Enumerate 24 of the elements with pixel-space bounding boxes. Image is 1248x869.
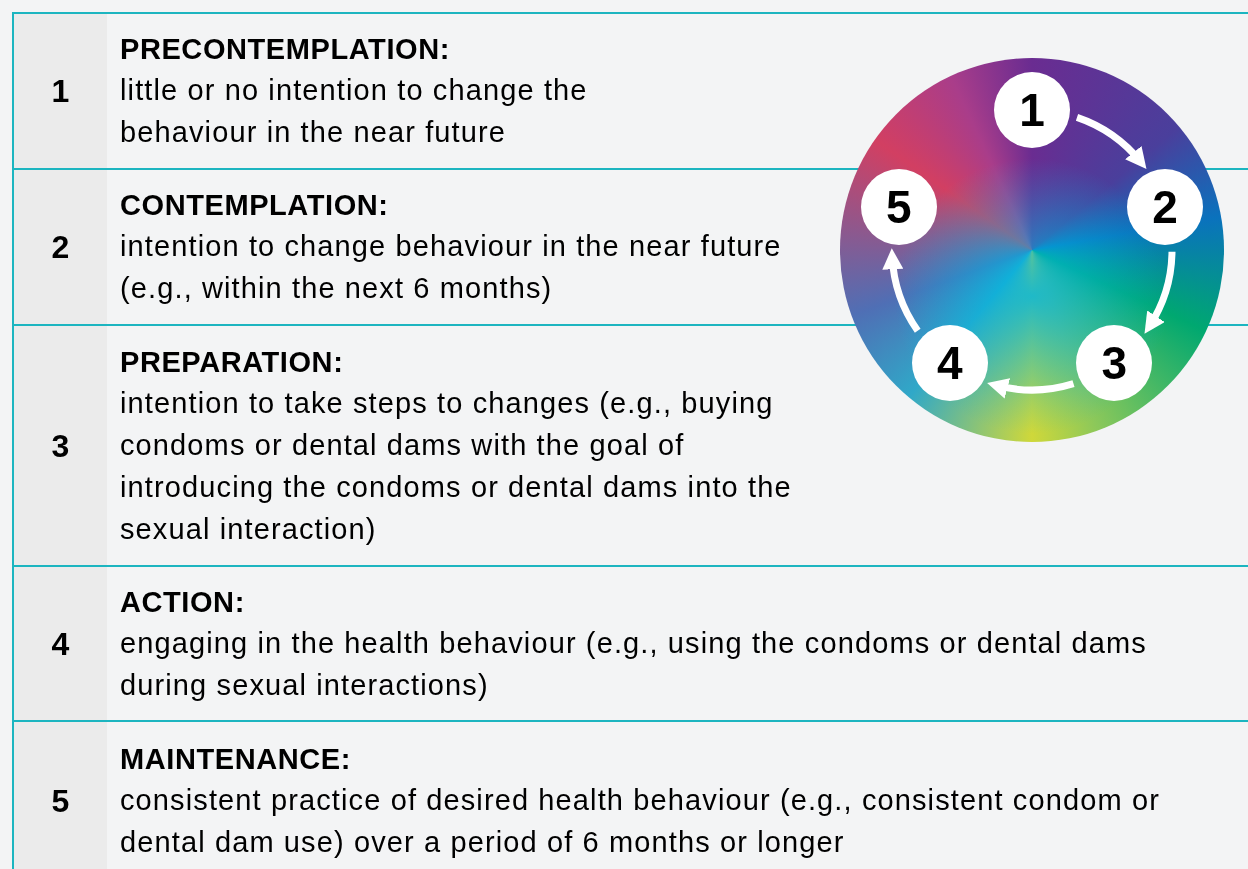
- stage-description: consistent practice of desired health behaviour (e.g., consistent condom or dental dam use) over a period of 6 months or longer: [120, 783, 1161, 860]
- stage-description: little or no intention to change the behaviour in the near future: [120, 73, 589, 150]
- cycle-arrow: [1144, 251, 1176, 335]
- cycle-arrow: [1075, 114, 1147, 169]
- stage-number: 2: [1152, 183, 1178, 230]
- cycle-arrow: [883, 248, 921, 333]
- stage-description: intention to take steps to changes (e.g., buying condoms or dental dams with the goal of introducing the condoms or dental dams into the sexual interaction): [120, 385, 793, 547]
- stage-heading: ACTION:: [120, 584, 245, 620]
- stage-number: 3: [1101, 340, 1128, 387]
- stage-number: 3: [51, 426, 70, 466]
- stage-description: engaging in the health behaviour (e.g., using the condoms or dental dams during sexual interactions): [120, 625, 1148, 703]
- stage-heading: PRECONTEMPLATION:: [120, 32, 450, 67]
- stage-number: 2: [51, 228, 70, 267]
- stage-number: 4: [51, 624, 70, 664]
- cycle-arrow: [987, 377, 1075, 398]
- stage-number: 1: [1019, 87, 1045, 133]
- stage-number: 5: [886, 183, 912, 230]
- stage-heading: PREPARATION:: [120, 344, 344, 380]
- stage-number: 1: [51, 72, 70, 111]
- stage-description: intention to change behaviour in the near future (e.g., within the next 6 months): [120, 229, 783, 306]
- stage-number: 4: [936, 340, 963, 387]
- stage-number: 5: [51, 782, 70, 821]
- stage-heading: CONTEMPLATION:: [120, 188, 389, 223]
- stage-heading: MAINTENANCE:: [120, 742, 351, 777]
